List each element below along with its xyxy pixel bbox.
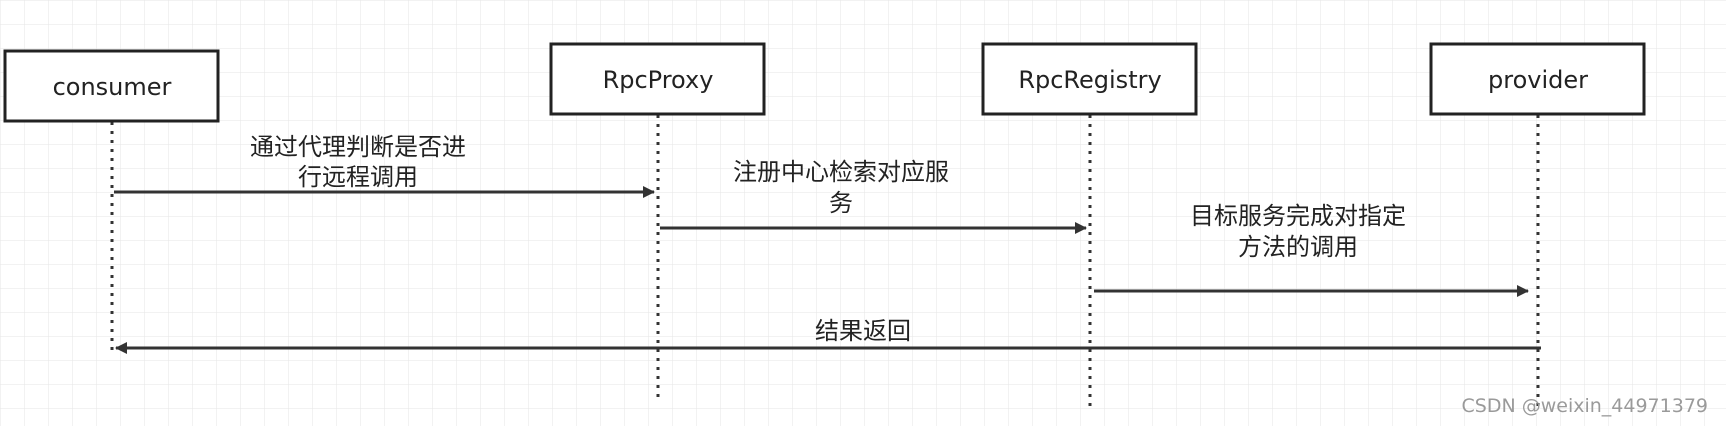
participant-consumer[interactable]: consumer xyxy=(3,49,220,123)
message-4[interactable]: 结果返回 xyxy=(115,317,1541,354)
participant-rpcregistry[interactable]: RpcRegistry xyxy=(981,42,1198,116)
participant-box xyxy=(981,42,1198,116)
participant-provider[interactable]: provider xyxy=(1429,42,1646,116)
participant-label: RpcProxy xyxy=(603,66,714,94)
participant-box xyxy=(549,42,766,116)
message-label-line-1: 结果返回 xyxy=(815,317,911,345)
message-label-line-2: 行远程调用 xyxy=(298,163,418,191)
message-1[interactable]: 通过代理判断是否进 行远程调用 xyxy=(114,133,655,198)
watermark: CSDN @weixin_44971379 xyxy=(1462,395,1709,417)
message-label-line-1: 注册中心检索对应服 xyxy=(733,158,949,186)
message-label-line-1: 通过代理判断是否进 xyxy=(250,133,466,161)
message-label-line-2: 务 xyxy=(829,189,853,217)
message-label-line-1: 目标服务完成对指定 xyxy=(1190,202,1406,230)
message-3[interactable]: 目标服务完成对指定 方法的调用 xyxy=(1094,202,1529,297)
participant-label: provider xyxy=(1488,66,1588,94)
lifelines xyxy=(110,115,1540,408)
participant-box xyxy=(1429,42,1646,116)
message-label-line-2: 方法的调用 xyxy=(1238,233,1358,261)
participant-box xyxy=(3,49,220,123)
participant-rpcproxy[interactable]: RpcProxy xyxy=(549,42,766,116)
message-2[interactable]: 注册中心检索对应服 务 xyxy=(660,158,1087,234)
participant-label: RpcRegistry xyxy=(1018,66,1161,94)
participant-label: consumer xyxy=(53,73,172,101)
